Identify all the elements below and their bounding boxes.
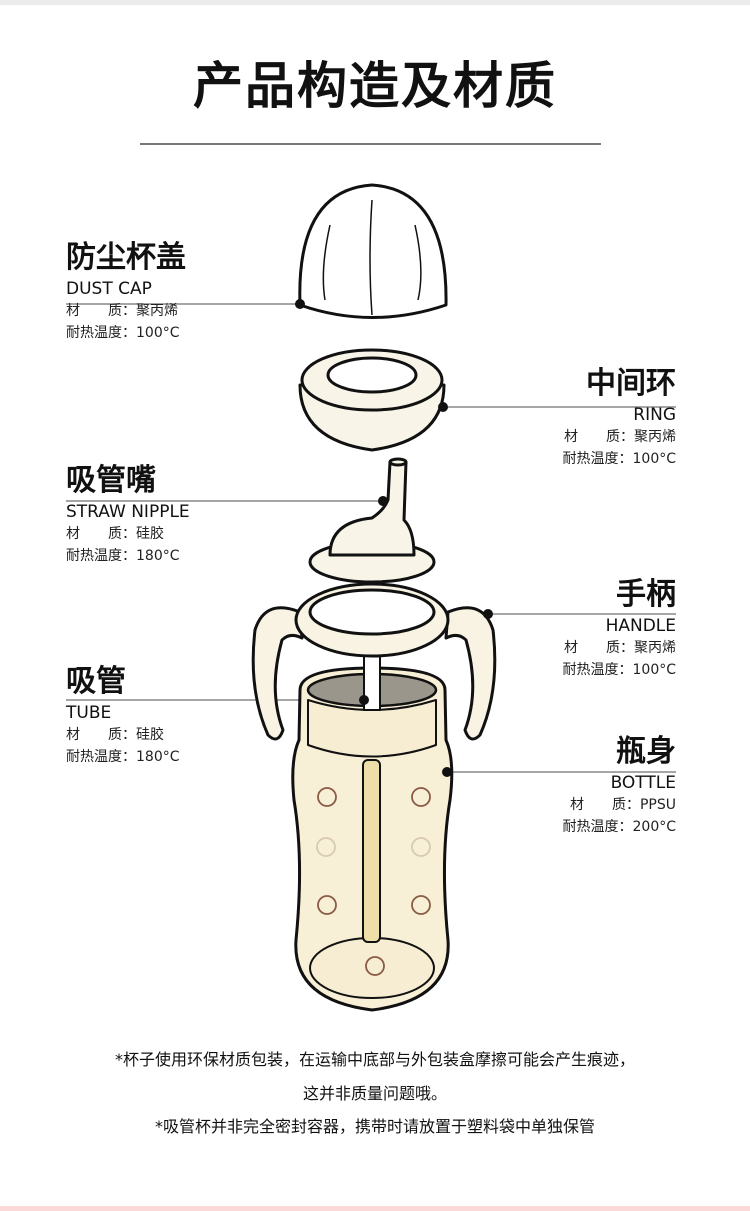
part-heat: 耐热温度：100°C: [66, 325, 180, 341]
part-name: 防尘杯盖: [66, 240, 186, 275]
part-heat: 耐热温度：100°C: [562, 451, 677, 467]
part-material: 材 质：聚丙烯: [66, 303, 178, 319]
note-sealing: *吸管杯并非完全密封容器，携带时请放置于塑料袋中单独保管: [154, 1117, 595, 1136]
part-name: 手柄: [616, 577, 676, 612]
part-name: 瓶身: [616, 734, 676, 769]
label-tube: 吸管 TUBE 材 质：硅胶 耐热温度：180°C: [66, 664, 366, 768]
label-bottle: 瓶身 BOTTLE 材 质：PPSU 耐热温度：200°C: [376, 734, 677, 838]
page-title: 产品构造及材质: [193, 57, 557, 115]
part-name-en: TUBE: [66, 703, 112, 723]
part-material: 材 质：聚丙烯: [564, 429, 676, 445]
part-material: 材 质：聚丙烯: [564, 640, 676, 656]
label-handle: 手柄 HANDLE 材 质：聚丙烯 耐热温度：100°C: [376, 577, 677, 681]
part-name-en: RING: [633, 405, 676, 425]
part-name-en: HANDLE: [605, 616, 676, 636]
part-name: 中间环: [586, 366, 676, 401]
part-name-en: BOTTLE: [610, 773, 676, 793]
straw-nipple: [308, 457, 436, 584]
part-heat: 耐热温度：180°C: [66, 548, 180, 564]
part-name: 吸管: [66, 664, 126, 699]
part-heat: 耐热温度：100°C: [562, 662, 677, 678]
part-material: 材 质：硅胶: [66, 727, 164, 743]
part-material: 材 质：硅胶: [66, 526, 164, 542]
note-quality: 这并非质量问题哦。: [302, 1084, 447, 1103]
bottle: [291, 619, 454, 1012]
leader-dots: [295, 299, 493, 777]
part-name: 吸管嘴: [66, 463, 156, 498]
bottom-band: [0, 1206, 750, 1211]
label-ring: 中间环 RING 材 质：聚丙烯 耐热温度：100°C: [376, 366, 677, 470]
note-packaging: *杯子使用环保材质包装，在运输中底部与外包装盒摩擦可能会产生痕迹，: [114, 1050, 635, 1069]
part-material: 材 质：PPSU: [569, 797, 676, 813]
top-band: [0, 0, 750, 5]
label-straw-nipple: 吸管嘴 STRAW NIPPLE 材 质：硅胶 耐热温度：180°C: [66, 463, 366, 567]
part-name-en: DUST CAP: [66, 279, 152, 299]
part-heat: 耐热温度：180°C: [66, 749, 180, 765]
label-dust-cap: 防尘杯盖 DUST CAP 材 质：聚丙烯 耐热温度：100°C: [66, 240, 366, 344]
dust-cap: [298, 183, 448, 319]
bear-icons: [316, 787, 431, 976]
middle-ring: [298, 348, 446, 452]
title-divider: [140, 143, 601, 145]
handle: [251, 582, 497, 741]
part-name-en: STRAW NIPPLE: [66, 502, 190, 522]
part-heat: 耐热温度：200°C: [562, 819, 677, 835]
